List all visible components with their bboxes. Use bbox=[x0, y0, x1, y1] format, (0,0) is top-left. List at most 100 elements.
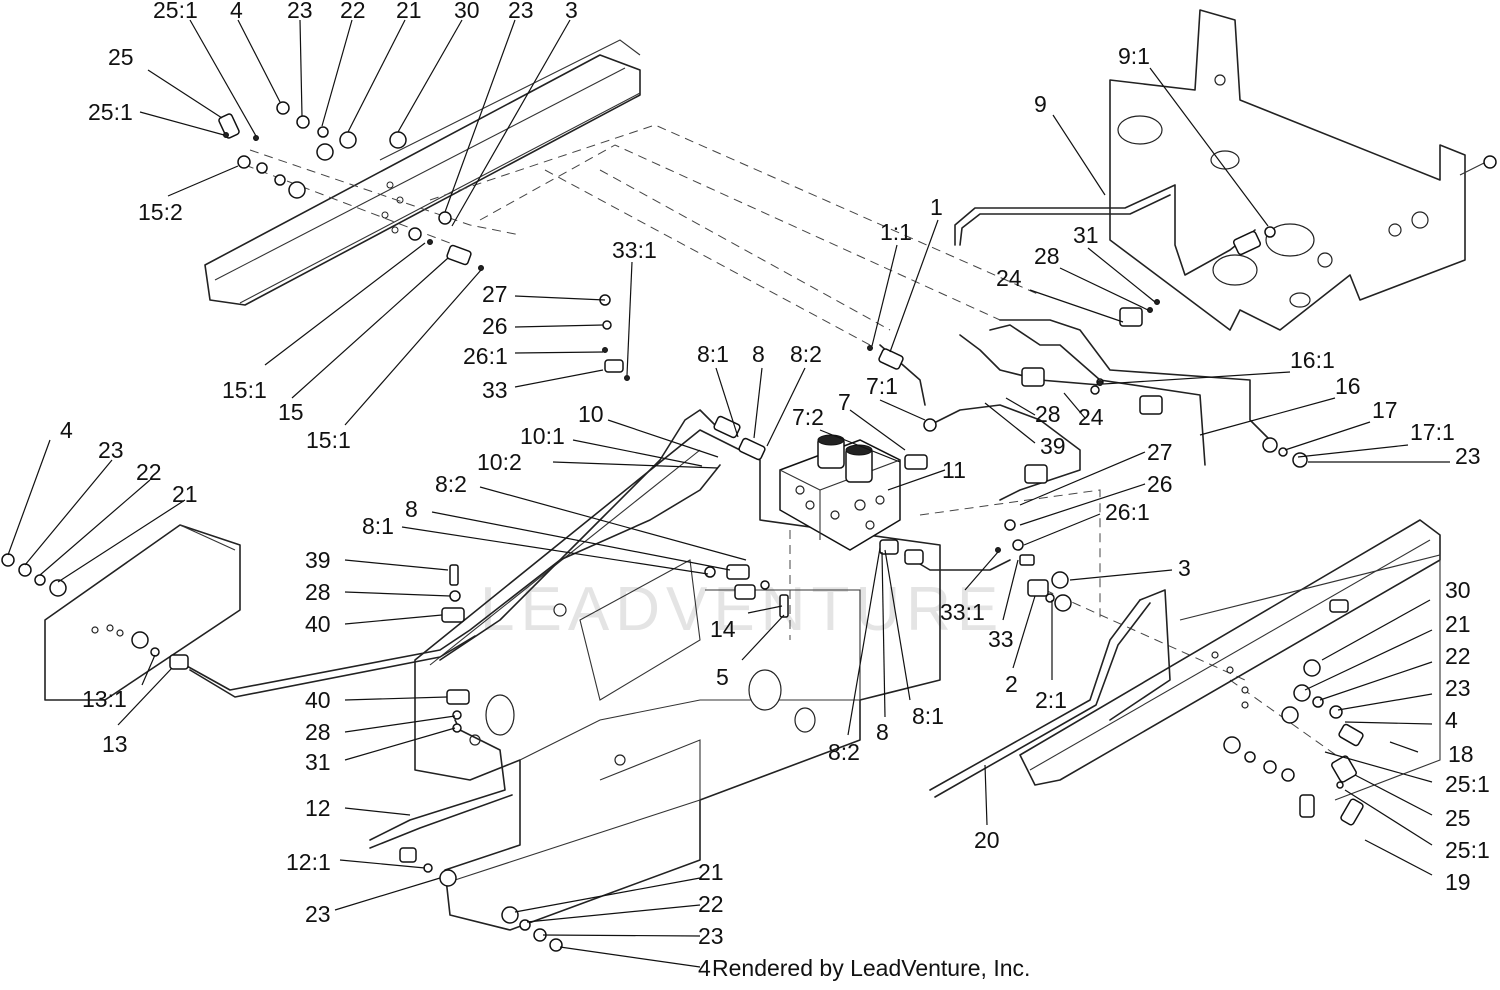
callout: 22 bbox=[1445, 643, 1471, 669]
callout: 8 bbox=[752, 341, 765, 367]
valve-manifold bbox=[779, 434, 901, 551]
callout: 19 bbox=[1445, 869, 1471, 895]
callout: 23 bbox=[1445, 675, 1471, 701]
callout: 10:2 bbox=[477, 449, 522, 475]
callout: 26:1 bbox=[463, 343, 508, 369]
callout: 33:1 bbox=[940, 599, 985, 625]
callout: 5 bbox=[716, 664, 729, 690]
callout: 8 bbox=[405, 496, 418, 522]
fittings bbox=[1, 101, 1364, 952]
callout: 15 bbox=[278, 399, 304, 425]
callout: 28 bbox=[305, 579, 331, 605]
callout: 13:1 bbox=[82, 686, 127, 712]
dashed-reference-lines bbox=[244, 124, 1351, 766]
callout: 23 bbox=[287, 0, 313, 23]
tube-20 bbox=[929, 599, 1141, 791]
callout: 20 bbox=[974, 827, 1000, 853]
callout: 13 bbox=[102, 731, 128, 757]
callout: 8:1 bbox=[362, 513, 394, 539]
callout: 12:1 bbox=[286, 849, 331, 875]
callout: 8:1 bbox=[912, 703, 944, 729]
callout: 31 bbox=[1073, 222, 1099, 248]
callout: 28 bbox=[305, 719, 331, 745]
callout: 23 bbox=[98, 437, 124, 463]
callout: 27 bbox=[482, 281, 508, 307]
callout: 28 bbox=[1034, 243, 1060, 269]
callout: 15:1 bbox=[306, 427, 351, 453]
callout: 14 bbox=[710, 616, 736, 642]
callout: 4 bbox=[698, 955, 711, 981]
callout: 31 bbox=[305, 749, 331, 775]
callout: 10:1 bbox=[520, 423, 565, 449]
callout: 18 bbox=[1448, 741, 1474, 767]
callout: 10 bbox=[578, 401, 604, 427]
callout: 16:1 bbox=[1290, 347, 1335, 373]
callout: 23 bbox=[698, 923, 724, 949]
callout: 2 bbox=[1005, 671, 1018, 697]
callout: 40 bbox=[305, 611, 331, 637]
callout: 8 bbox=[876, 719, 889, 745]
callout: 39 bbox=[305, 547, 331, 573]
callout: 12 bbox=[305, 795, 331, 821]
callout: 26 bbox=[482, 313, 508, 339]
callout: 2:1 bbox=[1035, 687, 1067, 713]
callout: 24 bbox=[1078, 404, 1104, 430]
callout: 39 bbox=[1040, 433, 1066, 459]
callout: 22 bbox=[340, 0, 366, 23]
tube-9 bbox=[954, 184, 1256, 276]
callout: 16 bbox=[1335, 373, 1361, 399]
callout: 23 bbox=[305, 901, 331, 927]
tube-13 bbox=[184, 464, 721, 691]
callout: 25:1 bbox=[153, 0, 198, 23]
callout: 8:2 bbox=[828, 739, 860, 765]
callout: 4 bbox=[230, 0, 243, 23]
callout: 17 bbox=[1372, 397, 1398, 423]
callout: 11 bbox=[942, 457, 966, 483]
callout: 8:2 bbox=[790, 341, 822, 367]
callout: 9 bbox=[1034, 91, 1047, 117]
callout: 7:1 bbox=[866, 373, 898, 399]
callout: 9:1 bbox=[1118, 43, 1150, 69]
callout: 28 bbox=[1035, 401, 1061, 427]
callout: 23 bbox=[508, 0, 534, 23]
callout: 25 bbox=[108, 44, 134, 70]
callout-labels: 25:1 4 23 22 21 30 23 3 25 25:1 15:2 15:… bbox=[60, 0, 1490, 981]
callout: 27 bbox=[1147, 439, 1173, 465]
callout: 1 bbox=[930, 194, 943, 220]
callout: 33 bbox=[988, 626, 1014, 652]
callout: 26 bbox=[1147, 471, 1173, 497]
callout: 22 bbox=[136, 459, 162, 485]
callout: 21 bbox=[1445, 611, 1471, 637]
callout: 15:2 bbox=[138, 199, 183, 225]
callout: 7:2 bbox=[792, 404, 824, 430]
footer-credit: Rendered by LeadVenture, Inc. bbox=[712, 955, 1030, 981]
callout: 40 bbox=[305, 687, 331, 713]
callout: 3 bbox=[565, 0, 578, 23]
callout: 21 bbox=[396, 0, 422, 23]
callout: 3 bbox=[1178, 555, 1191, 581]
tube-16 bbox=[999, 319, 1271, 441]
lower-right-frame-rail bbox=[1019, 519, 1441, 801]
callout: 25 bbox=[1445, 805, 1471, 831]
callout: 4 bbox=[60, 417, 73, 443]
callout: 26:1 bbox=[1105, 499, 1150, 525]
right-mounting-plate bbox=[1109, 9, 1497, 331]
callout: 21 bbox=[698, 859, 724, 885]
callout: 25:1 bbox=[88, 99, 133, 125]
lower-left-frame-rail bbox=[44, 524, 241, 701]
callout: 33 bbox=[482, 377, 508, 403]
callout: 33:1 bbox=[612, 237, 657, 263]
callout: 7 bbox=[838, 389, 851, 415]
callout: 4 bbox=[1445, 707, 1458, 733]
callout: 23 bbox=[1455, 443, 1481, 469]
callout: 24 bbox=[996, 265, 1022, 291]
callout: 30 bbox=[1445, 577, 1471, 603]
callout: 8:1 bbox=[697, 341, 729, 367]
tube-10 bbox=[439, 409, 716, 661]
callout: 17:1 bbox=[1410, 419, 1455, 445]
callout: 22 bbox=[698, 891, 724, 917]
callout: 25:1 bbox=[1445, 837, 1490, 863]
leader-lines bbox=[7, 19, 1450, 968]
callout: 1:1 bbox=[880, 219, 912, 245]
